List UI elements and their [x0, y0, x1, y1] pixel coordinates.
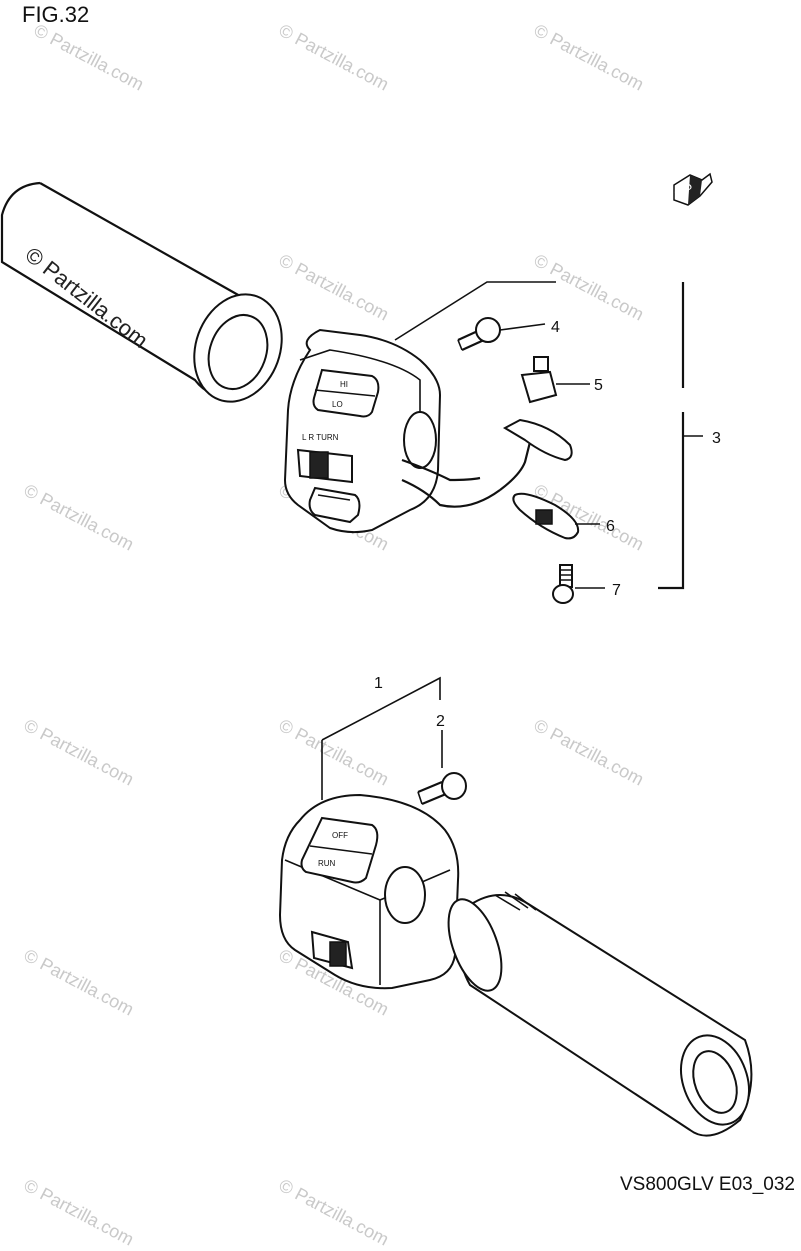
left-switch-housing: HI LO L R TURN [283, 328, 532, 534]
hi-label: HI [340, 380, 348, 389]
callout-3: 3 [712, 430, 721, 447]
callout-6: 6 [606, 518, 615, 535]
bracket-3-bottom [658, 412, 685, 590]
leader-1 [321, 676, 441, 741]
callout-1: 1 [374, 675, 383, 692]
right-switch-housing: OFF RUN [278, 793, 460, 990]
turn-label: L R TURN [302, 433, 339, 442]
lo-label: LO [332, 400, 343, 409]
leader-3-top [394, 281, 556, 341]
fwd-badge: FWD [673, 172, 713, 206]
callout-7: 7 [612, 582, 621, 599]
part-2-screw [417, 772, 467, 806]
off-label: OFF [332, 831, 348, 840]
left-grip [0, 181, 283, 403]
right-grip [447, 891, 753, 1137]
callout-4: 4 [551, 319, 560, 336]
callout-5: 5 [594, 377, 603, 394]
part-5-connector [520, 356, 590, 404]
run-label: RUN [318, 859, 336, 868]
callout-2: 2 [436, 713, 445, 730]
figure-title: FIG.32 [22, 2, 90, 27]
part-6-clamp [502, 418, 600, 540]
part-7-screw [552, 564, 605, 604]
drawing-code: VS800GLV E03_032 [619, 1174, 795, 1195]
part-4-screw [457, 317, 546, 352]
parts-diagram: FWD HI LO L R TURN [0, 172, 753, 1137]
